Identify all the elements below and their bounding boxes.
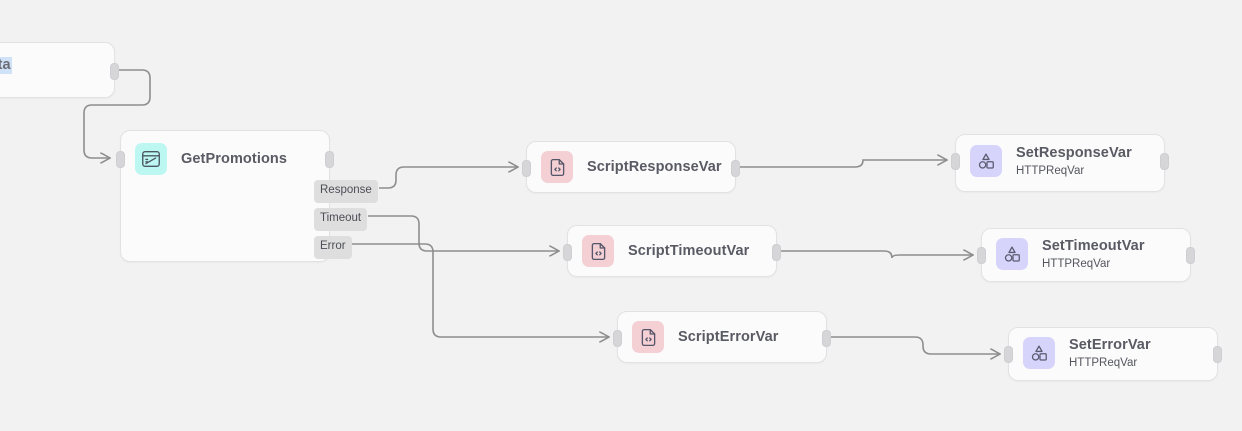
node-input-port[interactable] bbox=[613, 330, 622, 347]
browser-window-icon bbox=[135, 143, 167, 175]
node-input-port[interactable] bbox=[1004, 346, 1013, 363]
node-script-response-var[interactable]: ScriptResponseVar bbox=[522, 141, 740, 193]
node-title: ScriptTimeoutVar bbox=[628, 242, 750, 259]
node-output-port[interactable] bbox=[822, 330, 831, 347]
node-title: SetResponseVar bbox=[1016, 145, 1132, 161]
shapes-icon bbox=[970, 145, 1002, 178]
code-file-icon bbox=[541, 151, 573, 183]
node-input-port[interactable] bbox=[522, 160, 531, 177]
node-output-port[interactable] bbox=[1160, 153, 1169, 170]
node-subtitle: HTTPReqVar bbox=[1069, 356, 1138, 369]
code-file-icon bbox=[582, 235, 614, 267]
node-set-error-var[interactable]: SetErrorVar HTTPReqVar bbox=[1004, 327, 1222, 381]
node-title: ScriptErrorVar bbox=[678, 328, 779, 345]
code-file-icon bbox=[632, 321, 664, 353]
node-subtitle: HTTPReqVar bbox=[1016, 164, 1085, 177]
node-input-port[interactable] bbox=[977, 247, 986, 264]
node-get-promotions[interactable]: GetPromotions bbox=[116, 130, 334, 262]
shapes-icon bbox=[1023, 337, 1055, 370]
edge-response-to-scriptresponse bbox=[379, 167, 518, 189]
node-input-port[interactable] bbox=[116, 151, 125, 168]
edge-timeout-to-scripttimeout bbox=[368, 215, 559, 251]
node-title: SetErrorVar bbox=[1069, 337, 1151, 353]
output-port-error[interactable]: Error bbox=[314, 236, 352, 259]
shapes-icon bbox=[996, 238, 1028, 271]
node-output-port[interactable] bbox=[110, 63, 119, 80]
node-title: SetTimeoutVar bbox=[1042, 238, 1145, 254]
node-title: GetPromotions bbox=[181, 150, 288, 167]
node-set-timeout-var[interactable]: SetTimeoutVar HTTPReqVar bbox=[977, 228, 1195, 282]
node-subtitle: HTTPReqVar bbox=[1042, 257, 1111, 270]
node-capture-data[interactable]: ureData bbox=[0, 42, 119, 98]
node-input-port[interactable] bbox=[563, 244, 572, 261]
node-output-port[interactable] bbox=[1213, 346, 1222, 363]
output-port-response[interactable]: Response bbox=[314, 180, 378, 203]
edge-scriptresponse-to-setresponse bbox=[740, 160, 947, 168]
node-script-error-var[interactable]: ScriptErrorVar bbox=[613, 311, 831, 363]
edge-scripttimeout-to-settimeout bbox=[781, 251, 973, 258]
node-output-port[interactable] bbox=[772, 244, 781, 261]
node-input-port[interactable] bbox=[951, 153, 960, 170]
node-output-port[interactable] bbox=[1186, 247, 1195, 264]
edge-scripterror-to-seterror bbox=[831, 336, 1000, 354]
node-set-response-var[interactable]: SetResponseVar HTTPReqVar bbox=[951, 134, 1169, 192]
node-output-port[interactable] bbox=[325, 151, 334, 168]
output-port-timeout[interactable]: Timeout bbox=[314, 208, 368, 231]
node-title: ScriptResponseVar bbox=[587, 158, 722, 175]
node-script-timeout-var[interactable]: ScriptTimeoutVar bbox=[563, 225, 781, 277]
node-title: ureData bbox=[0, 57, 12, 74]
node-output-port[interactable] bbox=[731, 160, 740, 177]
